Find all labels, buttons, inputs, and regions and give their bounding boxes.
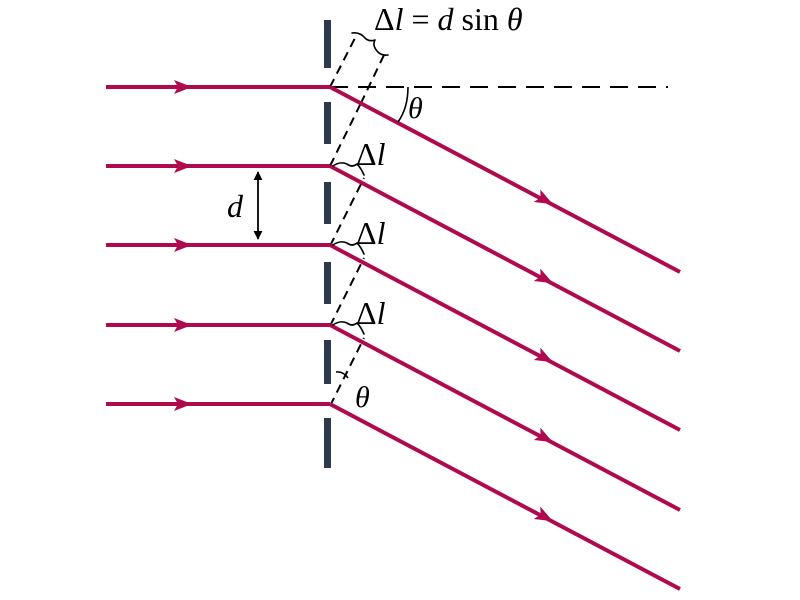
grating-segment [324, 182, 331, 224]
ray-arrowhead [174, 397, 192, 411]
ray-arrowhead [174, 159, 192, 173]
diffracted-rays [329, 85, 681, 591]
delta-l-label: Δl [356, 136, 386, 172]
ray-arrowhead [174, 318, 192, 332]
delta-l-label: Δl [356, 215, 386, 251]
ray-arrowhead [174, 80, 192, 94]
theta-label-bottom: θ [355, 381, 370, 414]
delta-l-brace [332, 321, 365, 335]
wavefront-line [360, 54, 385, 104]
wavefront-line [329, 177, 365, 247]
diffracted-ray [329, 85, 681, 274]
wavefront-line [329, 102, 362, 167]
delta-l-brace [332, 162, 365, 176]
grating-segment [324, 262, 331, 304]
delta-l-brace [332, 241, 365, 255]
grating-segment [324, 20, 331, 68]
diffracted-ray [329, 243, 681, 432]
diffracted-ray [329, 402, 681, 591]
path-difference-formula: Δl = d sin θ [374, 1, 523, 37]
grating [324, 20, 331, 468]
diffracted-ray [329, 323, 681, 512]
grating-segment [324, 102, 331, 144]
diffracted-ray-arrowheads [533, 189, 553, 522]
theta-label-top: θ [408, 92, 423, 125]
ray-arrowhead [533, 427, 553, 443]
ray-arrowhead [533, 189, 553, 205]
ray-arrowhead [533, 347, 553, 363]
theta-angle-arc [397, 86, 409, 123]
diffracted-ray [329, 164, 681, 353]
braces [332, 32, 389, 335]
incoming-ray-arrowheads [174, 80, 192, 411]
grating-segment [324, 340, 331, 384]
ray-arrowhead [174, 238, 192, 252]
top-brace [351, 32, 389, 56]
grating-segment [324, 418, 331, 468]
ray-arrowhead [533, 268, 553, 284]
wavefront-line [329, 37, 356, 88]
wavefront-line [329, 337, 365, 407]
delta-l-label: Δl [356, 295, 386, 331]
d-spacing-label: d [227, 188, 244, 224]
ray-arrowhead [533, 506, 553, 522]
wavefront-dashed-lines [329, 37, 385, 407]
wavefront-line [329, 257, 365, 327]
incoming-rays [106, 85, 330, 406]
theta-angle-arc-bottom [335, 371, 349, 379]
